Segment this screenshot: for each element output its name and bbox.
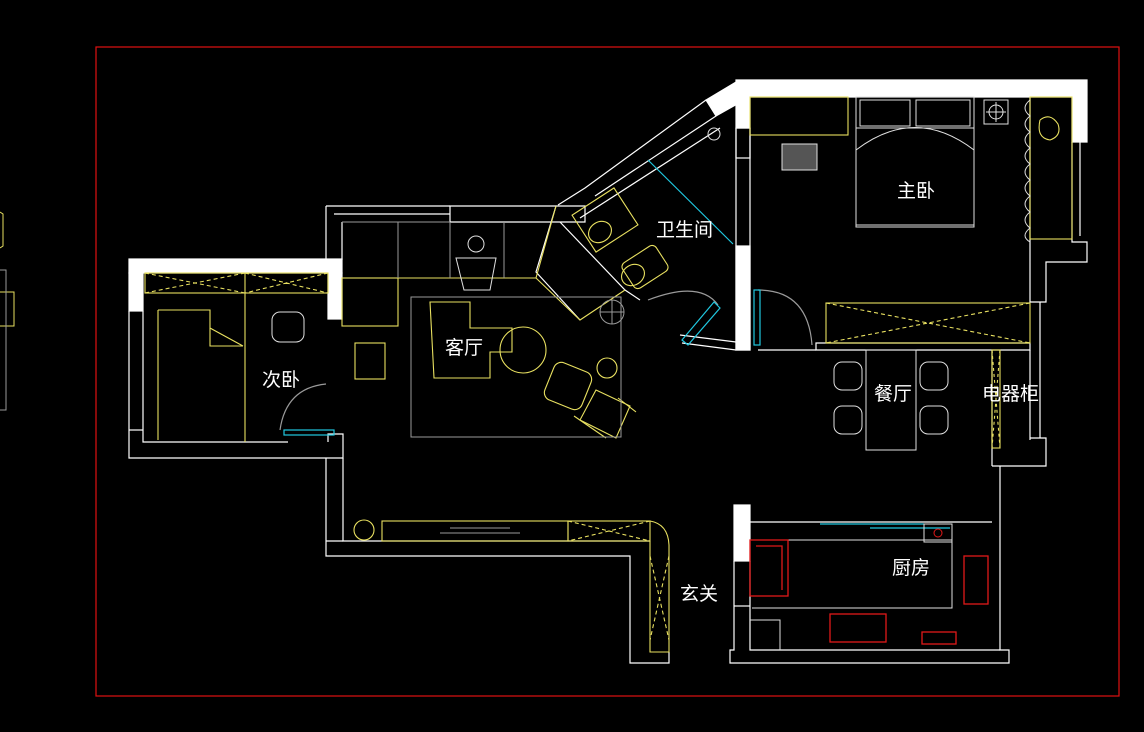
doors (279, 159, 950, 529)
master-bed (855, 96, 975, 228)
label-second-bedroom: 次卧 (262, 369, 300, 391)
dining-table (865, 349, 917, 451)
label-bathroom: 卫生间 (656, 219, 713, 241)
kitchen-left-pier (733, 504, 751, 562)
fridge (749, 539, 789, 597)
label-kitchen: 厨房 (892, 557, 930, 579)
sink (829, 613, 887, 643)
diagonal-wall-cap (705, 81, 749, 117)
master-top-wall-solid (735, 79, 1088, 143)
master-left-pier (735, 245, 751, 351)
label-dining-room: 餐厅 (874, 383, 912, 405)
label-entrance: 玄关 (680, 583, 718, 605)
stove (963, 555, 989, 605)
offscreen-fragments (0, 211, 15, 411)
detail-lines (271, 96, 1031, 650)
drawing-frame (95, 46, 1120, 697)
label-master-bedroom: 主卧 (897, 180, 935, 202)
second-bedroom-top-wall (128, 258, 343, 274)
room-labels: 主卧 卫生间 次卧 客厅 餐厅 电器柜 厨房 玄关 (262, 180, 1039, 605)
kitchen-appliances (749, 539, 989, 645)
label-appliance-cabinet: 电器柜 (982, 383, 1039, 405)
small-appliance (921, 631, 957, 645)
label-living-room: 客厅 (445, 337, 483, 359)
master-door-leaf (753, 289, 761, 346)
second-bedroom-door-leaf (283, 429, 335, 436)
bathroom-door-leaf (681, 301, 721, 346)
furniture (144, 96, 1073, 653)
